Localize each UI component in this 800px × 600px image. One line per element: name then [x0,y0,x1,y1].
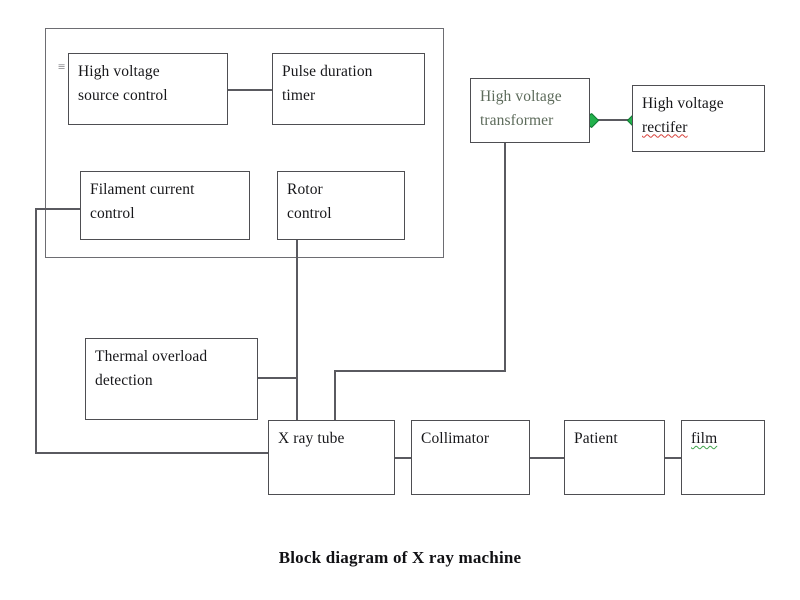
node-rotor-control[interactable]: Rotor control [277,171,405,240]
wire-transformer-left [334,370,506,372]
node-label-collimator: Collimator [421,430,490,447]
node-patient[interactable]: Patient [564,420,665,495]
rectifier-line-2-misspelled: rectifer [642,118,688,136]
wire-transformer-down [504,143,506,371]
node-film[interactable]: film [681,420,765,495]
node-high-voltage-source-control[interactable]: High voltage source control [68,53,228,125]
node-pulse-duration-timer[interactable]: Pulse duration timer [272,53,425,125]
node-label-filament-current-control: Filament current control [90,181,195,222]
wire-patient-to-film [665,457,681,459]
node-high-voltage-transformer[interactable]: High voltage transformer [470,78,590,143]
wire-filament-to-xray-tube [35,452,269,454]
node-label-pulse-duration-timer: Pulse duration timer [282,63,373,104]
node-high-voltage-rectifier[interactable]: High voltage rectifer [632,85,765,152]
wire-collimator-to-patient [530,457,564,459]
stray-edge-glyph: ≡ [58,59,66,74]
node-label-thermal-overload-detection: Thermal overload detection [95,348,208,389]
node-collimator[interactable]: Collimator [411,420,530,495]
control-console-group-box [45,28,444,258]
node-label-high-voltage-rectifier: High voltage rectifer [642,92,760,139]
node-label-film: film [691,430,718,447]
wire-thermal-right [258,377,298,379]
node-label-high-voltage-transformer: High voltage transformer [480,88,562,129]
node-label-patient: Patient [574,430,618,447]
wire-thermal-down [296,377,298,421]
wire-filament-down [35,208,37,453]
node-label-rotor-control: Rotor control [287,181,332,222]
rectifier-line-1: High voltage [642,95,724,112]
figure-caption: Block diagram of X ray machine [278,548,522,567]
wire-rotor-to-xray-tube [296,240,298,421]
wire-transformer-to-rectifier [590,119,633,121]
node-xray-tube[interactable]: X ray tube [268,420,395,495]
node-thermal-overload-detection[interactable]: Thermal overload detection [85,338,258,420]
node-label-high-voltage-source-control: High voltage source control [78,63,168,104]
wire-hv-source-to-pulse-timer [228,89,273,91]
node-filament-current-control[interactable]: Filament current control [80,171,250,240]
wire-transformer-to-xray-tube [334,370,336,421]
node-label-xray-tube: X ray tube [278,430,345,447]
wire-xray-tube-to-collimator [395,457,411,459]
wire-filament-left [35,208,81,210]
